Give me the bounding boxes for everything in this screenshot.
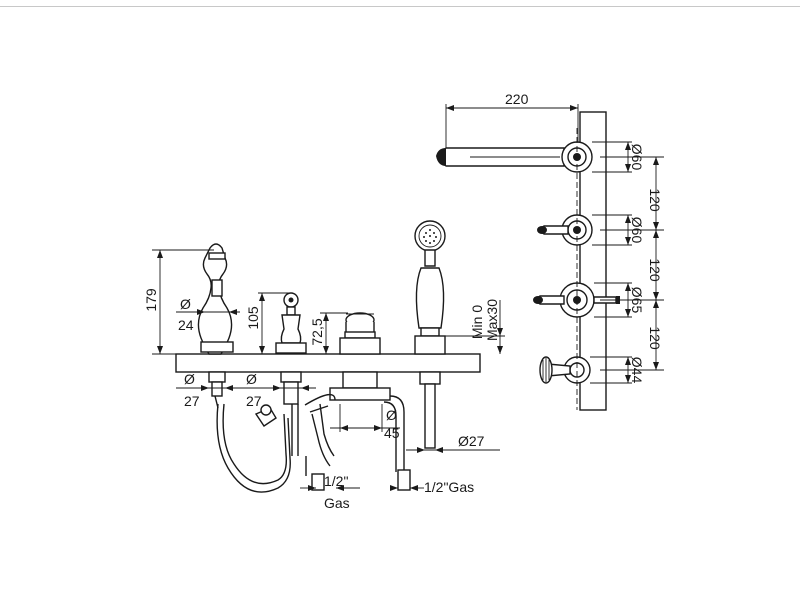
- thread-left-gas: Gas: [324, 495, 350, 511]
- center-lever: [275, 292, 307, 354]
- dim-105-label: 105: [245, 306, 261, 330]
- dim-27-left: [176, 385, 244, 391]
- dim-27-left-symbol: Ø: [184, 371, 195, 387]
- thread-left-label: 1/2": [324, 473, 348, 489]
- supply-pipe-center: [305, 403, 335, 491]
- dim-min-label: Min 0: [469, 305, 485, 339]
- dim-24-symbol: Ø: [180, 296, 191, 312]
- dim-45-label: 45: [384, 425, 400, 441]
- dim-27-shower: [406, 447, 500, 453]
- diverter-body: [329, 371, 391, 401]
- dim-45-symbol: Ø: [386, 407, 397, 423]
- diverter-knob: [339, 312, 381, 355]
- hand-shower-holder: [419, 371, 441, 449]
- dim-24: [176, 309, 240, 315]
- dim-45: [330, 404, 400, 432]
- dim-spacing: [600, 156, 664, 371]
- top-border-line: [0, 6, 800, 7]
- dim-27-center: [244, 385, 316, 391]
- dim-27-center-symbol: Ø: [246, 371, 257, 387]
- supply-pipe-left: [254, 393, 336, 456]
- dim-120-b-label: 120: [647, 258, 663, 282]
- dim-72-5-label: 72,5: [309, 318, 325, 345]
- dim-27-left-label: 27: [184, 393, 200, 409]
- left-lever-handle: [197, 243, 234, 355]
- flexible-hose: [216, 403, 291, 493]
- dim-max-label: Max30: [484, 299, 500, 341]
- dim-72-5: [320, 312, 348, 354]
- dim-179-label: 179: [143, 288, 159, 312]
- supply-pipe-right: [383, 395, 411, 491]
- top-view-shower: [539, 356, 591, 384]
- thread-right: [390, 485, 424, 491]
- dim-24-label: 24: [178, 317, 194, 333]
- dim-27-center-label: 27: [246, 393, 262, 409]
- dim-27-shower-label: Ø27: [458, 433, 485, 449]
- dim-120-c-label: 120: [647, 326, 663, 350]
- dim-220-label: 220: [505, 91, 529, 107]
- dim-179: [152, 249, 214, 355]
- dim-120-a-label: 120: [647, 188, 663, 212]
- hand-shower: [414, 220, 446, 355]
- center-connector: [280, 371, 302, 405]
- top-view-spout: [436, 147, 565, 167]
- deck-plate: [175, 353, 481, 373]
- left-connector: [208, 371, 226, 409]
- thread-right-label: 1/2"Gas: [424, 479, 474, 495]
- top-view-handle-1: [537, 214, 593, 246]
- thread-left: [300, 485, 360, 491]
- dim-105: [258, 292, 291, 354]
- dim-min-max: [440, 300, 505, 354]
- dim-220: [445, 104, 579, 148]
